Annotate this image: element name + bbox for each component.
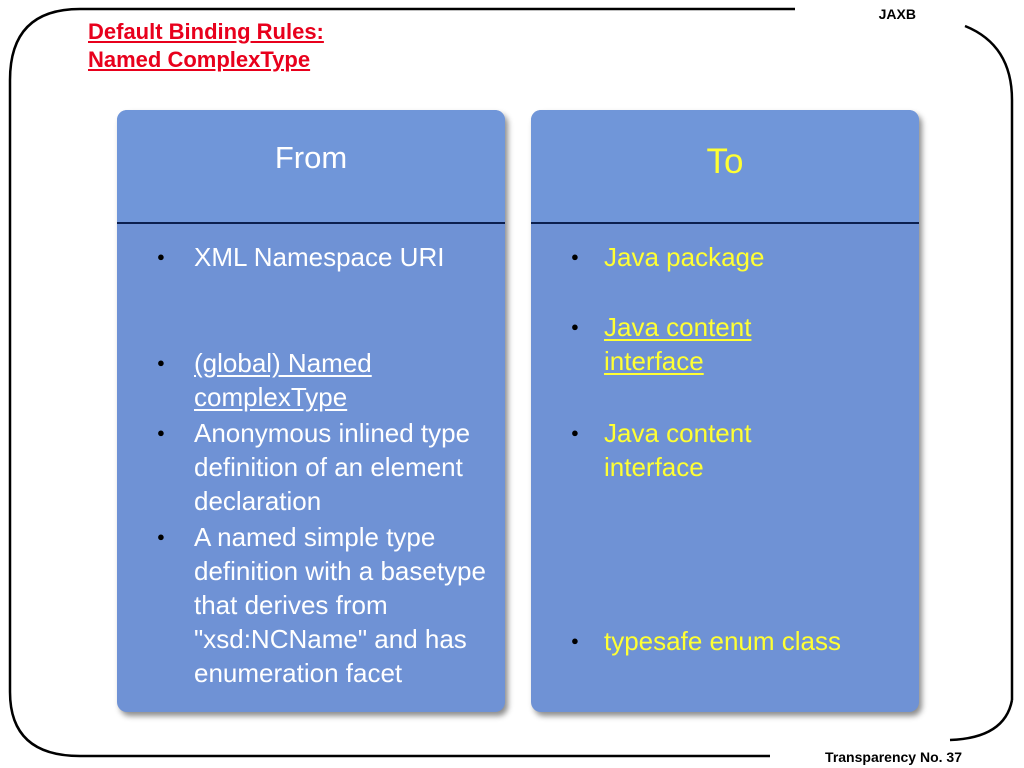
bullet-icon: ● — [157, 529, 165, 544]
bullet-icon: ● — [157, 249, 165, 264]
from-panel: From ● XML Namespace URI ● (global) Name… — [117, 110, 505, 712]
footer-tag: Transparency No. 37 — [825, 749, 962, 765]
bullet-icon: ● — [571, 633, 579, 648]
to-header: To — [531, 110, 919, 224]
from-item-text: (global) Named complexType — [194, 348, 372, 412]
slide-title: Default Binding Rules: Named ComplexType — [88, 18, 324, 74]
bullet-icon: ● — [157, 355, 165, 370]
bullet-icon: ● — [571, 249, 579, 264]
to-item-text: Java content interface — [604, 418, 752, 482]
from-heading: From — [274, 140, 348, 175]
header-tag: JAXB — [878, 6, 916, 22]
from-item-text: Anonymous inlined type definition of an … — [194, 418, 471, 516]
slide-title-line-1: Default Binding Rules: — [88, 19, 324, 44]
bullet-icon: ● — [157, 425, 165, 440]
from-item-text: A named simple type definition with a ba… — [194, 522, 486, 688]
to-item-text: typesafe enum class — [604, 626, 842, 656]
from-item-text: XML Namespace URI — [194, 242, 445, 272]
from-header: From — [117, 110, 505, 224]
to-item-text: Java content interface — [604, 312, 752, 376]
slide-title-line-2: Named ComplexType — [88, 47, 311, 72]
bullet-icon: ● — [571, 425, 579, 440]
to-heading: To — [706, 142, 744, 181]
bullet-icon: ● — [571, 319, 579, 334]
to-panel: To ● Java package ● Java content interfa… — [531, 110, 919, 712]
to-item-text: Java package — [604, 242, 765, 272]
